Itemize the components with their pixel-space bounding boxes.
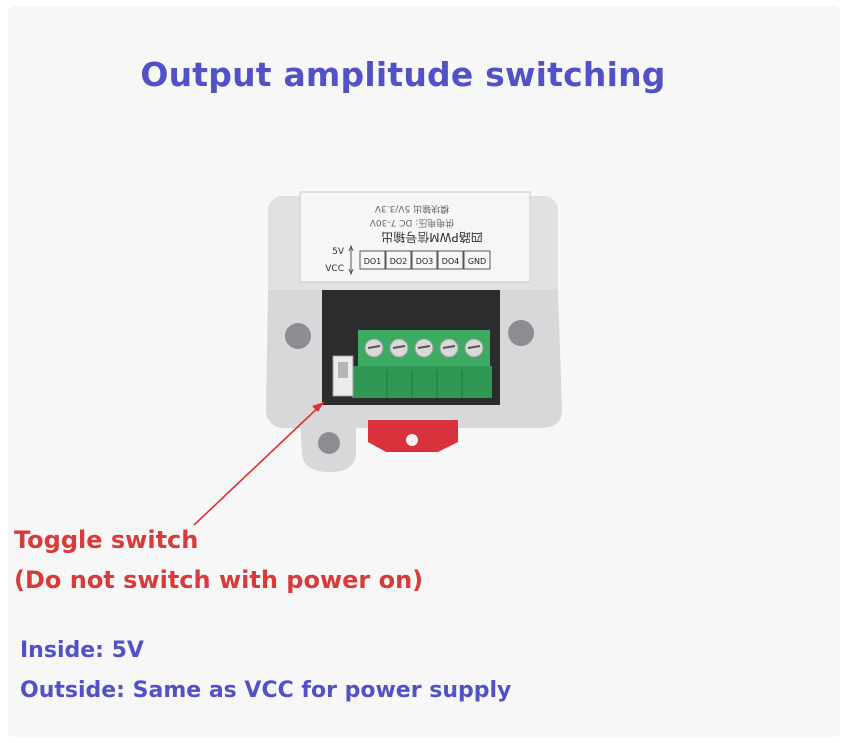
- callout-arrow: [193, 401, 325, 526]
- label-line3: 四路PWM信号输出: [381, 230, 482, 245]
- terminal-label-row: DO1 DO2 DO3 DO4 GND: [359, 250, 491, 270]
- arrow-head-icon: [312, 402, 324, 412]
- label-line2: 供电电压: DC 7-30V: [369, 217, 454, 229]
- arrow-down-icon: [348, 268, 354, 276]
- callout-title: Toggle switch: [14, 526, 199, 554]
- mounting-tab-hole: [318, 432, 340, 454]
- toggle-switch-slider: [338, 362, 348, 378]
- mounting-hole-right: [508, 320, 534, 346]
- terminal-block: [352, 330, 492, 398]
- callout-note: (Do not switch with power on): [14, 566, 424, 594]
- info-inside: Inside: 5V: [20, 638, 144, 663]
- terminal-label-do2: DO2: [390, 257, 408, 266]
- terminal-label-box: [437, 250, 464, 270]
- terminal-label-do1: DO1: [364, 257, 382, 266]
- terminal-label-do4: DO4: [442, 257, 460, 266]
- page-title: Output amplitude switching: [140, 55, 666, 94]
- terminal-label-do3: DO3: [416, 257, 434, 266]
- device-label-sticker: [299, 191, 531, 283]
- info-outside: Outside: Same as VCC for power supply: [20, 678, 512, 703]
- terminal-label-box: [385, 250, 412, 270]
- mounting-hole-left: [285, 323, 311, 349]
- terminal-label-box: [359, 250, 386, 270]
- terminal-label-box: [463, 250, 491, 270]
- label-line1: 模块输出 5V/3.3V: [374, 203, 449, 215]
- din-clip-hole: [406, 434, 418, 446]
- terminal-block-front: [352, 366, 492, 398]
- terminal-label-box: [411, 250, 438, 270]
- switch-vcc-label: VCC: [325, 264, 344, 274]
- arrow-up-icon: [348, 244, 354, 252]
- switch-5v-label: 5V: [332, 247, 345, 257]
- terminal-label-gnd: GND: [468, 257, 486, 266]
